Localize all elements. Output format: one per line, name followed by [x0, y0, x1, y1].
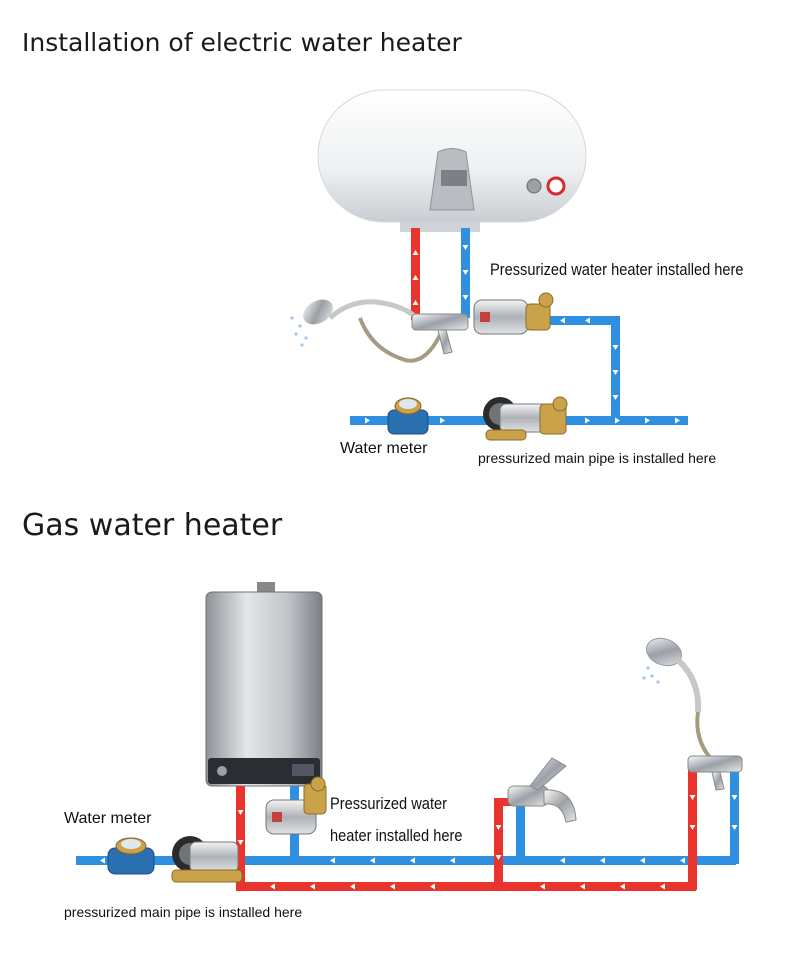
booster-pump-main-gas	[171, 836, 243, 883]
gas-water-meter-label: Water meter	[64, 810, 152, 827]
shower-head-gas	[642, 637, 714, 762]
electric-water-meter-label: Water meter	[340, 440, 428, 457]
gas-section-title: Gas water heater	[22, 508, 283, 543]
electric-water-heater-tank	[317, 89, 587, 232]
gas-water-heater-unit	[205, 582, 323, 787]
mixing-valve-gas	[687, 755, 743, 791]
shower-head-electric	[290, 299, 442, 363]
faucet-gas	[507, 757, 577, 823]
water-meter-electric	[387, 397, 429, 435]
gas-main-pipe-label: pressurized main pipe is installed here	[64, 904, 303, 920]
electric-pump-location-label: Pressurized water heater installed here	[490, 260, 744, 279]
gas-flow-arrows	[100, 795, 738, 890]
electric-section-title: Installation of electric water heater	[22, 28, 462, 57]
booster-pump-main-electric	[483, 396, 568, 441]
gas-pump-location-label-line1: Pressurized water	[330, 794, 448, 813]
booster-pump-electric	[473, 292, 554, 335]
mixing-valve-electric	[411, 313, 469, 355]
electric-main-pipe-label: pressurized main pipe is installed here	[478, 450, 717, 466]
water-meter-gas	[107, 837, 155, 875]
booster-pump-heater-gas	[265, 776, 327, 835]
electric-flow-arrows	[365, 245, 680, 424]
gas-pump-location-label-line2: heater installed here	[330, 826, 463, 845]
